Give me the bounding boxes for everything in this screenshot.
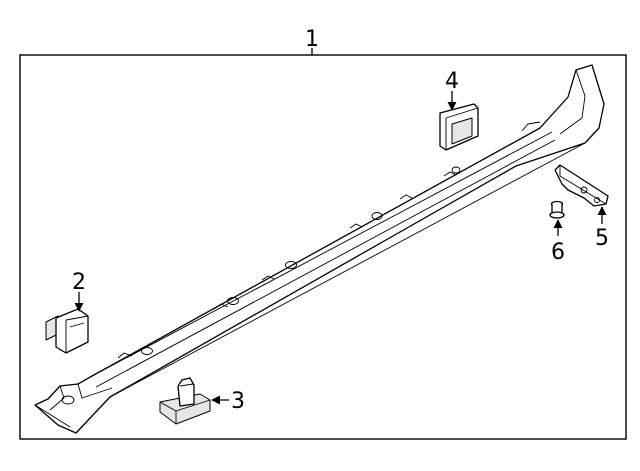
- callout-2: 2: [72, 270, 86, 295]
- callout-5: 5: [595, 226, 609, 251]
- diagram-frame: [19, 54, 627, 440]
- rear-bracket: [554, 164, 609, 207]
- callout-6: 6: [551, 240, 565, 265]
- base-clip: [159, 377, 211, 425]
- rocker-panel: [34, 64, 605, 434]
- callout-3: 3: [231, 389, 245, 414]
- bolt: [549, 200, 565, 219]
- upper-clip: [439, 103, 479, 151]
- front-clip: [45, 308, 89, 354]
- callout-1: 1: [305, 27, 319, 52]
- callout-4: 4: [445, 69, 459, 94]
